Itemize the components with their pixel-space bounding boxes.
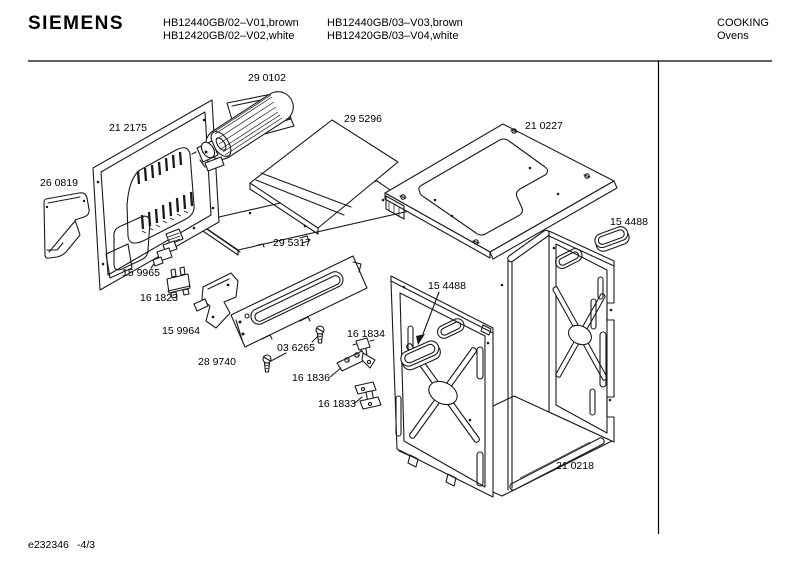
model-line: HB12420GB/02–V02,white	[163, 30, 295, 42]
part-back-panel-21-2175	[92, 99, 220, 291]
part-bracket-15-9964	[193, 272, 239, 329]
siemens-logo: SIEMENS	[28, 13, 125, 34]
part-bracket-16-1836	[336, 350, 376, 372]
part-label-16-1833: 16 1833	[318, 398, 356, 410]
model-list-2: HB12440GB/03–V03,brown HB12420GB/03–V04,…	[327, 17, 463, 43]
part-switch-16-1823	[166, 266, 191, 299]
part-handle-15-4488-left	[400, 340, 441, 371]
model-line: HB12440GB/03–V03,brown	[327, 17, 463, 29]
header: SIEMENS HB12440GB/02–V01,brown HB12420GB…	[0, 0, 800, 60]
part-handle-15-4488-right	[594, 226, 630, 252]
category-block: COOKING Ovens	[717, 17, 769, 43]
page-number: -4/3	[77, 539, 95, 551]
part-label-28-9740: 28 9740	[198, 356, 236, 368]
doc-reference: e232346	[28, 539, 69, 551]
part-top-panel-21-0227	[384, 123, 618, 260]
part-side-bracket-26-0819	[43, 192, 90, 259]
part-label-29-5296: 29 5296	[344, 113, 382, 125]
category-line: COOKING	[717, 17, 769, 29]
part-label-21-0227: 21 0227	[525, 120, 563, 132]
part-cover-plate-29-5296	[249, 119, 399, 235]
part-screws-03-6265	[262, 325, 325, 373]
part-label-15-9965: 15 9965	[122, 267, 160, 279]
model-line: HB12440GB/02–V01,brown	[163, 17, 299, 29]
leader-lines	[270, 291, 440, 404]
category-line: Ovens	[717, 30, 749, 42]
model-line: HB12420GB/03–V04,white	[327, 30, 459, 42]
part-label-21-0218: 21 0218	[556, 460, 594, 472]
part-clip-15-9965	[150, 228, 184, 269]
part-label-15-4488-right: 15 4488	[610, 216, 648, 228]
part-label-03-6265: 03 6265	[277, 342, 315, 354]
part-label-16-1834: 16 1834	[347, 328, 385, 340]
part-label-15-9964: 15 9964	[162, 325, 200, 337]
part-cavity-21-0218	[390, 229, 615, 498]
part-fan-29-0102	[191, 91, 295, 172]
part-label-29-0102: 29 0102	[248, 72, 286, 84]
part-label-21-2175: 21 2175	[109, 122, 147, 134]
part-label-16-1836: 16 1836	[292, 372, 330, 384]
part-control-panel-28-9740	[230, 255, 368, 348]
part-label-26-0819: 26 0819	[40, 177, 78, 189]
part-label-16-1823: 16 1823	[140, 292, 178, 304]
part-label-29-5317: 29 5317	[273, 237, 311, 249]
part-label-15-4488-mid: 15 4488	[428, 280, 466, 292]
part-bracket-16-1833	[354, 381, 382, 410]
model-list-1: HB12440GB/02–V01,brown HB12420GB/02–V02,…	[163, 17, 299, 43]
